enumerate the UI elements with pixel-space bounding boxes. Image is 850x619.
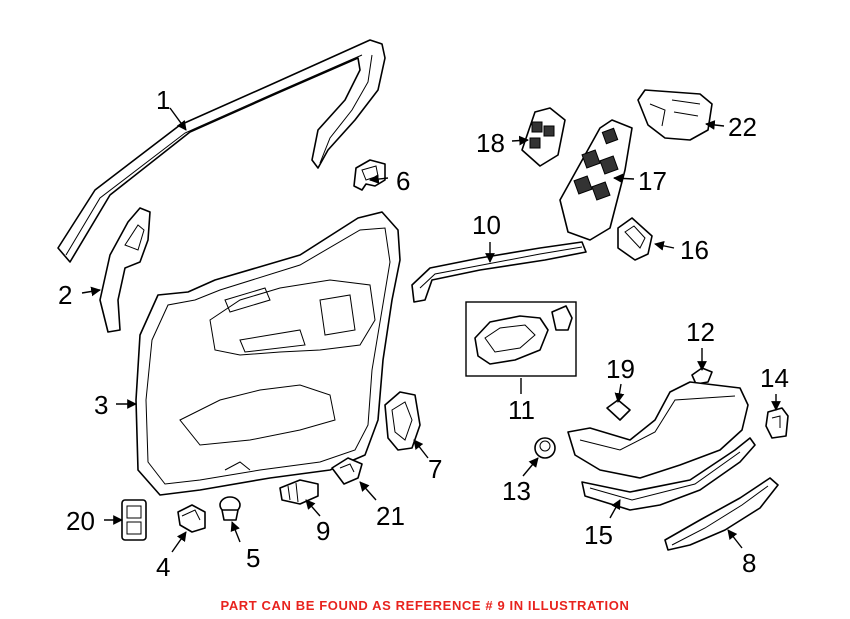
callout-7: 7 (428, 454, 443, 484)
callout-2: 2 (58, 280, 73, 310)
armrest-trim (567, 381, 749, 479)
part-7-speaker-cover (384, 391, 421, 451)
leader-lines (81, 107, 781, 553)
callout-19: 19 (606, 354, 635, 384)
callout-4: 4 (156, 552, 171, 582)
callout-20: 20 (66, 506, 95, 536)
part-8-trim-strip (664, 477, 779, 551)
part-22-seat-switch (637, 89, 713, 141)
callout-8: 8 (742, 548, 757, 578)
callout-22: 22 (728, 112, 757, 142)
part-17-window-switch-panel (559, 119, 633, 241)
callout-3: 3 (94, 390, 109, 420)
callout-15: 15 (584, 520, 613, 550)
callout-12: 12 (686, 317, 715, 347)
callout-9: 9 (316, 516, 331, 546)
part-14-bracket (765, 407, 789, 439)
callout-6: 6 (396, 166, 411, 196)
part-1-window-seal (57, 39, 386, 263)
callout-1: 1 (156, 85, 171, 115)
callout-18: 18 (476, 128, 505, 158)
part-16-switch (617, 217, 653, 261)
part-13-bumper (534, 437, 556, 459)
callout-10: 10 (472, 210, 501, 240)
reference-caption: PART CAN BE FOUND AS REFERENCE # 9 IN IL… (220, 598, 630, 613)
callout-13: 13 (502, 476, 531, 506)
part-5-push-pin (219, 496, 241, 521)
part-4-clip (177, 504, 206, 533)
part-11-door-handle (465, 301, 577, 377)
callout-11: 11 (508, 395, 535, 425)
part-6-clip (353, 159, 386, 191)
part-20-switch (121, 499, 147, 541)
part-10-trim-molding (411, 241, 587, 303)
callout-14: 14 (760, 363, 789, 393)
callout-16: 16 (680, 235, 709, 265)
callout-5: 5 (246, 543, 261, 573)
part-15-trim-strip (581, 437, 756, 511)
part-2-mirror-trim (99, 207, 151, 333)
callout-17: 17 (638, 166, 667, 196)
part-19-clip (606, 399, 631, 421)
part-12-clip (691, 367, 713, 385)
part-21-clip (331, 457, 363, 485)
part-9-clip (279, 479, 319, 505)
part-3-door-panel (135, 211, 401, 496)
callout-21: 21 (376, 501, 405, 531)
part-18-switch-block (521, 107, 566, 167)
